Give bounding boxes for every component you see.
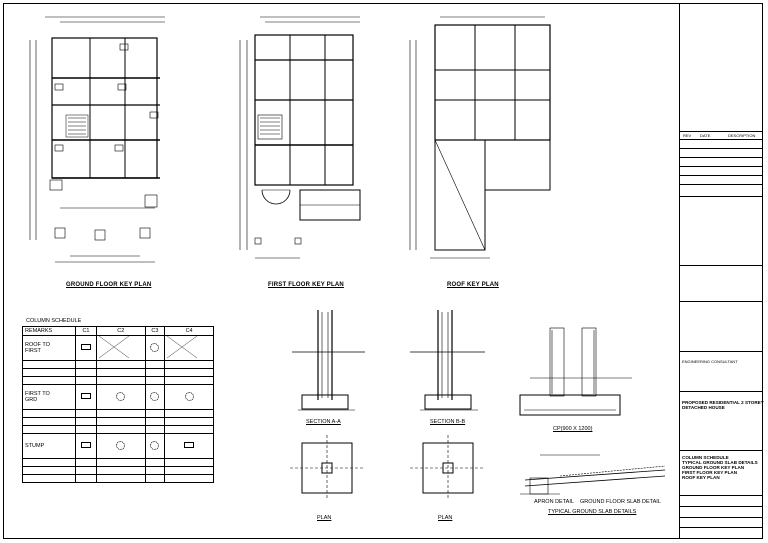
plan-footing-1 <box>290 435 365 500</box>
drawing-title: COLUMN SCHEDULE TYPICAL GROUND SLAB DETA… <box>682 455 758 480</box>
title-block: REV DATE DESCRIPTION ENGINEERING CONSULT… <box>679 3 764 539</box>
apron-detail-label: APRON DETAIL <box>534 499 574 505</box>
ground-slab-detail-label: GROUND FLOOR SLAB DETAIL <box>580 499 661 505</box>
ground-floor-plan-title: GROUND FLOOR KEY PLAN <box>66 282 152 288</box>
schedule-row-label: FIRST TO GRD <box>22 384 76 410</box>
column-section <box>75 384 97 410</box>
column-section <box>164 433 214 459</box>
plan-footing-2 <box>410 435 485 500</box>
ground-floor-plan <box>29 16 165 263</box>
schedule-row-label: STUMP <box>22 433 76 459</box>
schedule-header-remarks: REMARKS <box>22 326 76 336</box>
project-heading: PROPOSED RESIDENTIAL 2 STOREY DETACHED H… <box>682 400 764 410</box>
column-schedule-title: COLUMN SCHEDULE <box>26 318 82 324</box>
column-section <box>95 433 146 459</box>
rev-header: REV <box>683 133 692 138</box>
description-header: DESCRIPTION <box>728 133 756 138</box>
first-floor-plan <box>239 16 361 259</box>
schedule-header-c4: C4 <box>164 326 214 336</box>
section-bb-label: SECTION B-B <box>430 419 466 425</box>
section-aa-label: SECTION A-A <box>306 419 341 425</box>
column-section <box>75 335 97 361</box>
plan-label-2: PLAN <box>438 515 453 521</box>
column-section <box>75 433 97 459</box>
first-floor-plan-title: FIRST FLOOR KEY PLAN <box>268 282 344 288</box>
section-bb <box>410 310 485 411</box>
firm-name: ENGINEERING CONSULTANT <box>682 359 738 364</box>
cp-detail <box>519 327 632 416</box>
column-schedule-table: REMARKS C1 C2 C3 C4 ROOF TO FIRST FIRST … <box>22 326 214 483</box>
empty-cell <box>164 335 214 361</box>
schedule-header-c3: C3 <box>144 326 166 336</box>
column-section <box>144 335 166 361</box>
roof-plan <box>409 16 551 259</box>
schedule-header-c1: C1 <box>75 326 97 336</box>
typical-ground-slab-label: TYPICAL GROUND SLAB DETAILS <box>548 509 637 515</box>
column-section <box>164 384 214 410</box>
column-section <box>144 433 166 459</box>
column-section <box>144 384 166 410</box>
empty-cell <box>95 335 146 361</box>
section-aa <box>292 310 365 411</box>
plan-label-1: PLAN <box>317 515 332 521</box>
schedule-row-label: ROOF TO FIRST <box>22 335 76 361</box>
roof-plan-title: ROOF KEY PLAN <box>447 282 499 288</box>
column-section <box>95 384 146 410</box>
drawing-sheet <box>3 3 763 539</box>
ground-slab-detail <box>520 454 666 495</box>
cp-label: CP(900 X 1200) <box>553 426 593 432</box>
date-header: DATE <box>700 133 711 138</box>
schedule-header-c2: C2 <box>95 326 146 336</box>
